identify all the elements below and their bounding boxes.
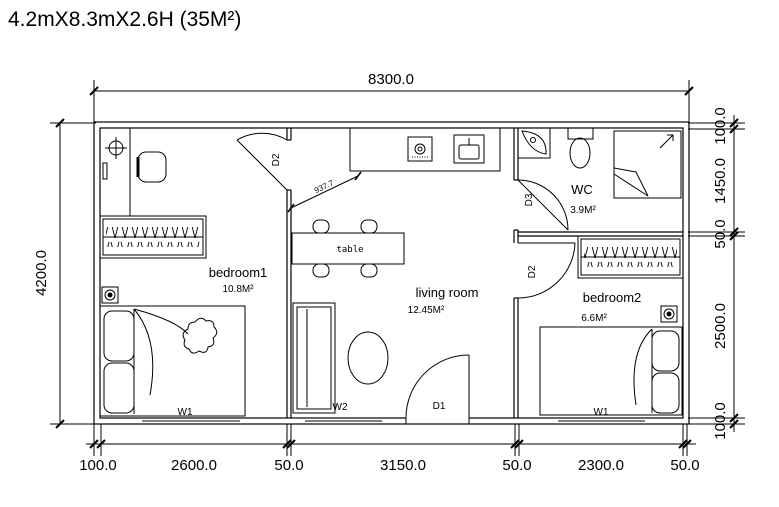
dim-bottom-2: 2600.0 — [171, 457, 217, 474]
walls — [93, 121, 690, 425]
diagonal-dimension — [287, 171, 362, 213]
door-d1 — [405, 354, 470, 424]
dim-bottom-5: 50.0 — [502, 457, 531, 474]
window-w2 — [305, 417, 382, 422]
dim-bottom-3: 50.0 — [274, 457, 303, 474]
room-label-bedroom2: bedroom2 — [583, 290, 642, 305]
table-label: table — [336, 245, 363, 255]
dim-right-5: 100.0 — [712, 402, 729, 440]
dim-overall-length: 8300.0 — [368, 71, 414, 88]
door-label-d2-left: D2 — [271, 153, 282, 166]
window-label-w1-left: W1 — [178, 407, 193, 418]
dimension-left — [50, 118, 96, 429]
window-w1-right — [558, 417, 645, 422]
bed-right-icon — [539, 326, 683, 416]
chair-icon — [136, 151, 167, 183]
wardrobe-right-icon — [577, 235, 684, 279]
dimension-bottom — [86, 424, 696, 456]
room-area-living: 12.45M² — [408, 305, 445, 316]
door-label-d3: D3 — [524, 193, 535, 206]
room-label-living: living room — [416, 285, 479, 300]
socket-left-icon — [101, 286, 119, 304]
dimension-right — [688, 115, 745, 432]
door-d3 — [517, 179, 569, 231]
room-area-bedroom1: 10.8M² — [222, 284, 254, 295]
sofa-icon — [292, 302, 336, 414]
dim-bottom-7: 50.0 — [670, 457, 699, 474]
dim-right-2: 1450.0 — [712, 158, 729, 204]
socket-right-icon — [660, 305, 678, 323]
stove-icon — [407, 136, 433, 162]
dim-bottom-6: 2300.0 — [578, 457, 624, 474]
dim-overall-width: 4200.0 — [33, 250, 50, 296]
door-d2-right — [517, 242, 576, 299]
wardrobe-left-icon — [99, 215, 207, 259]
sink-icon — [453, 134, 485, 164]
dim-bottom-4: 3150.0 — [380, 457, 426, 474]
dim-right-1: 100.0 — [712, 107, 729, 145]
dim-right-4: 2500.0 — [712, 303, 729, 349]
room-label-bedroom1: bedroom1 — [209, 265, 268, 280]
dining-table-icon — [291, 232, 405, 265]
window-label-w1-right: W1 — [594, 407, 609, 418]
shower-icon — [613, 130, 682, 199]
room-area-bedroom2: 6.6M² — [581, 313, 607, 324]
room-area-wc: 3.9M² — [570, 205, 596, 216]
door-d2-left — [236, 132, 288, 191]
window-label-w2: W2 — [333, 402, 348, 413]
window-w1-left — [142, 417, 240, 422]
plan-title: 4.2mX8.3mX2.6H (35M²) — [8, 8, 242, 31]
dimension-top — [89, 80, 694, 122]
kitchen-counter-icon — [349, 127, 501, 172]
decor-icon — [182, 317, 218, 354]
room-label-wc: WC — [571, 182, 593, 197]
dim-right-3: 50.0 — [712, 219, 729, 248]
door-label-d1: D1 — [433, 401, 446, 412]
bed-left-icon — [99, 305, 246, 417]
coffee-table-icon — [347, 331, 389, 385]
toilet-icon — [567, 127, 594, 169]
desk-icon — [99, 127, 131, 217]
basin-icon — [517, 127, 551, 159]
dim-bottom-1: 100.0 — [79, 457, 117, 474]
door-label-d2-right: D2 — [527, 265, 538, 278]
